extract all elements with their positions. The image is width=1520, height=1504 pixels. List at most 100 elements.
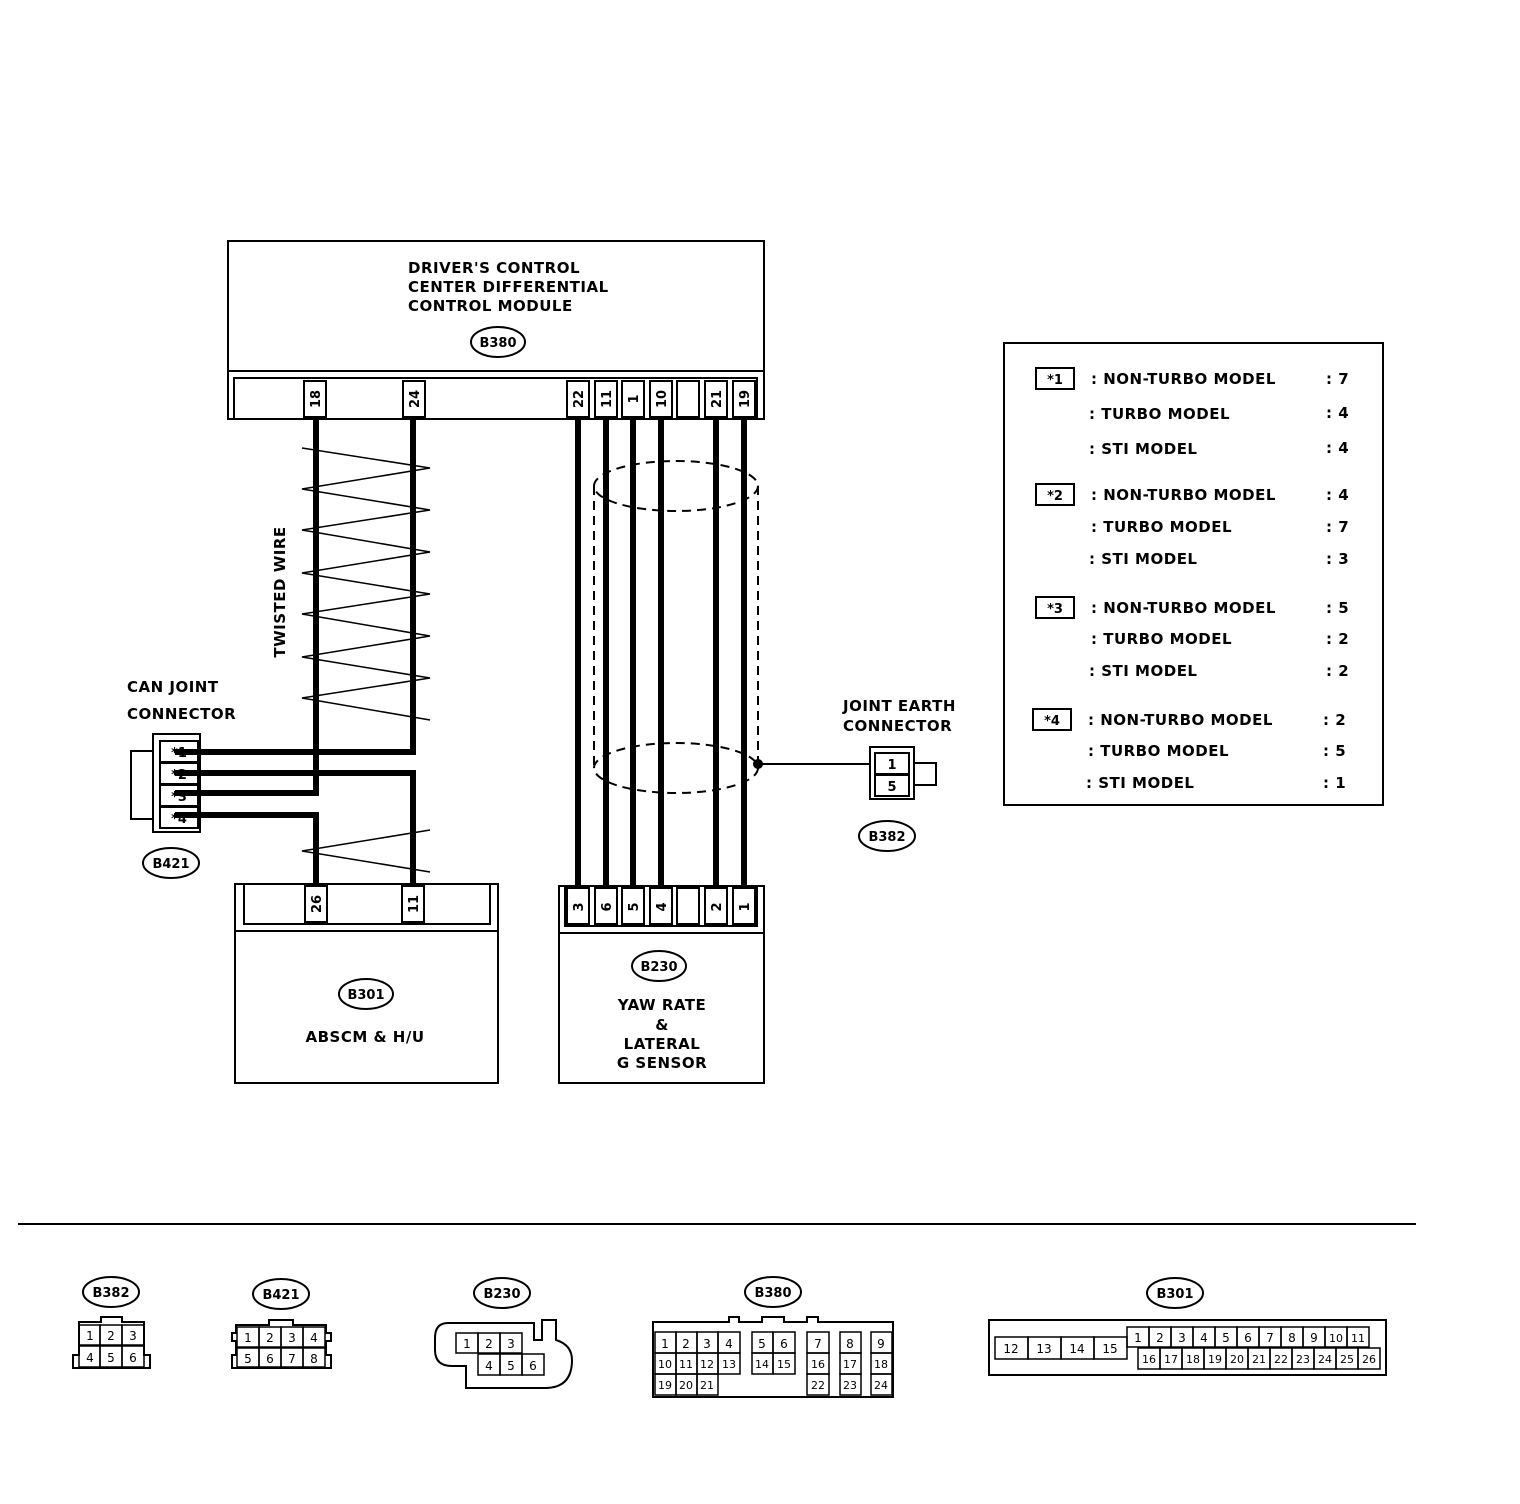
view-b301-pin: 12 <box>1003 1342 1018 1356</box>
view-b421-pin: 4 <box>310 1331 318 1345</box>
module-b230: 3 6 5 4 2 1 B230 YAW RATE & LATERAL G SE… <box>558 885 765 1084</box>
b230-pin-3: 3 <box>572 902 587 911</box>
view-b380-pin: 7 <box>814 1337 822 1351</box>
view-b380-pin: 1 <box>661 1337 669 1351</box>
view-b382-pin: 1 <box>86 1329 94 1343</box>
view-b301-pin: 8 <box>1288 1331 1296 1345</box>
legend-2-row-2-model: : TURBO MODEL <box>1091 518 1232 536</box>
can-joint-label-line-1: CAN JOINT <box>127 678 219 696</box>
b380-pin-10: 10 <box>655 390 670 408</box>
legend-4-row-1-value: : 2 <box>1323 711 1346 729</box>
b230-label-line-3: LATERAL <box>624 1035 701 1053</box>
view-b380-pin: 2 <box>682 1337 690 1351</box>
view-b301-pin: 15 <box>1102 1342 1117 1356</box>
b380-title-line-3: CONTROL MODULE <box>408 297 573 315</box>
view-b421-code: B421 <box>262 1288 299 1303</box>
b301-pin-26: 26 <box>310 895 325 913</box>
joint-earth-code: B382 <box>868 830 905 845</box>
b230-pin-1: 1 <box>738 902 753 911</box>
can-joint-pin-1: *1 <box>171 746 187 761</box>
view-b301-code: B301 <box>1156 1287 1193 1302</box>
connector-view-b421: B421 1 2 3 4 5 6 7 8 <box>231 1278 332 1369</box>
view-b380-pin: 12 <box>700 1358 714 1371</box>
legend-1-row-3-model: : STI MODEL <box>1089 440 1198 458</box>
legend-marker-4: *4 <box>1044 714 1060 729</box>
view-b230-pin: 2 <box>485 1337 493 1351</box>
legend-4-row-2-value: : 5 <box>1323 742 1346 760</box>
b230-label-line-4: G SENSOR <box>617 1054 707 1072</box>
b301-label: ABSCM & H/U <box>305 1028 424 1046</box>
b230-pin-2: 2 <box>710 902 725 911</box>
view-b421-pin: 7 <box>288 1352 296 1366</box>
view-b380-pin: 18 <box>874 1358 888 1371</box>
b230-pin-4: 4 <box>655 902 670 911</box>
legend-1-row-1-model: : NON-TURBO MODEL <box>1091 370 1276 388</box>
joint-earth-label-line-2: CONNECTOR <box>843 717 952 735</box>
view-b301-pin: 4 <box>1200 1331 1208 1345</box>
view-b230-pin: 1 <box>463 1337 471 1351</box>
view-b380-pin: 15 <box>777 1358 791 1371</box>
view-b380-pin: 11 <box>679 1358 693 1371</box>
view-b380-pin: 23 <box>843 1379 857 1392</box>
view-b380-pin: 17 <box>843 1358 857 1371</box>
view-b301-pin: 5 <box>1222 1331 1230 1345</box>
view-b301-pin: 17 <box>1164 1353 1178 1366</box>
legend-2-row-3-model: : STI MODEL <box>1089 550 1198 568</box>
view-b301-pin: 19 <box>1208 1353 1222 1366</box>
legend: *1 : NON-TURBO MODEL : 7 : TURBO MODEL :… <box>1003 342 1384 806</box>
legend-2-row-3-value: : 3 <box>1326 550 1349 568</box>
view-b301-pin: 9 <box>1310 1331 1318 1345</box>
module-b301: 26 11 B301 ABSCM & H/U <box>234 883 499 1084</box>
view-b380-pin: 6 <box>780 1337 788 1351</box>
connector-view-b230: B230 1 2 3 4 5 6 <box>434 1277 574 1389</box>
legend-3-row-3-value: : 2 <box>1326 662 1349 680</box>
b380-title-line-1: DRIVER'S CONTROL <box>408 259 580 277</box>
b230-label-line-2: & <box>655 1016 669 1034</box>
view-b230-pin: 4 <box>485 1359 493 1373</box>
view-b421-pin: 3 <box>288 1331 296 1345</box>
can-joint-connector: CAN JOINT CONNECTOR *1 *2 *3 *4 B421 <box>127 678 236 879</box>
legend-2-row-1-value: : 4 <box>1326 486 1349 504</box>
view-b230-pin: 5 <box>507 1359 515 1373</box>
connector-view-b380: B380 1 2 3 4 5 6 7 8 9 10 11 12 13 14 15… <box>652 1276 894 1398</box>
legend-4-row-2-model: : TURBO MODEL <box>1088 742 1229 760</box>
can-joint-pin-3: *3 <box>171 790 187 805</box>
view-b301-pin: 6 <box>1244 1331 1252 1345</box>
view-b301-pin: 10 <box>1329 1332 1343 1345</box>
legend-3-row-1-value: : 5 <box>1326 599 1349 617</box>
legend-4-row-3-model: : STI MODEL <box>1086 774 1195 792</box>
view-b382-code: B382 <box>92 1286 129 1301</box>
legend-marker-2: *2 <box>1047 489 1063 504</box>
view-b380-pin: 13 <box>722 1358 736 1371</box>
b380-pin-24: 24 <box>408 390 423 408</box>
b230-label-line-1: YAW RATE <box>617 996 707 1014</box>
legend-4-row-3-value: : 1 <box>1323 774 1346 792</box>
view-b380-pin: 14 <box>755 1358 769 1371</box>
view-b380-pin: 24 <box>874 1379 888 1392</box>
b380-pin-1: 1 <box>627 394 642 403</box>
view-b382-pin: 5 <box>107 1351 115 1365</box>
b380-code-oval <box>470 326 526 358</box>
view-b382-pin: 6 <box>129 1351 137 1365</box>
view-b421-pin: 6 <box>266 1352 274 1366</box>
joint-earth-connector: JOINT EARTH CONNECTOR 1 5 B382 <box>842 697 955 852</box>
b301-pin-11: 11 <box>407 895 422 913</box>
can-joint-pin-4: *4 <box>171 812 187 827</box>
legend-3-row-2-value: : 2 <box>1326 630 1349 648</box>
view-b301-pin: 7 <box>1266 1331 1274 1345</box>
view-b301-pin: 21 <box>1252 1353 1266 1366</box>
view-b421-pin: 1 <box>244 1331 252 1345</box>
twisted-wire-label: TWISTED WIRE <box>271 526 289 657</box>
view-b421-pin: 5 <box>244 1352 252 1366</box>
view-b382-pin: 3 <box>129 1329 137 1343</box>
module-b380: DRIVER'S CONTROL CENTER DIFFERENTIAL CON… <box>227 240 765 420</box>
b230-pin-5: 5 <box>627 902 642 911</box>
b301-code: B301 <box>347 988 384 1003</box>
view-b301-pin: 16 <box>1142 1353 1156 1366</box>
can-wires: TWISTED WIRE <box>175 419 431 884</box>
view-b301-pin: 13 <box>1036 1342 1051 1356</box>
legend-1-row-2-model: : TURBO MODEL <box>1089 405 1230 423</box>
b380-code: B380 <box>479 336 516 351</box>
view-b380-pin: 9 <box>877 1337 885 1351</box>
